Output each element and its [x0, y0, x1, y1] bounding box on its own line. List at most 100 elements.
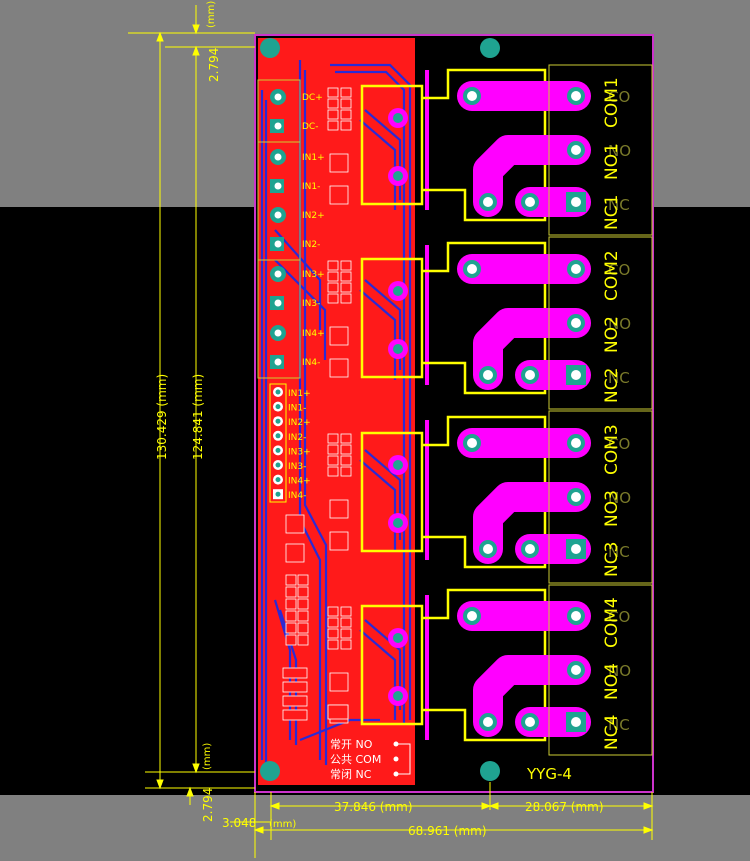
pad-drill: [571, 318, 581, 328]
pad-drill: [275, 462, 281, 468]
terminal-label: IN3+: [302, 270, 325, 280]
com-label: COM3: [602, 424, 622, 475]
smd-part: [297, 574, 309, 586]
smd-part: [340, 433, 352, 444]
no-pad: [473, 308, 591, 390]
pad-drill: [393, 633, 403, 643]
pad-drill: [571, 91, 581, 101]
terminal-label: IN3-: [302, 299, 320, 309]
mounting-hole-tl: [260, 38, 280, 58]
terminal-label: DC+: [302, 93, 323, 103]
smd-part: [285, 634, 297, 646]
smd-part: [297, 586, 309, 598]
smd-part: [327, 639, 339, 650]
com-label: COM2: [602, 250, 622, 301]
pad-drill: [571, 197, 581, 207]
legend-entry: 常闭 NC: [330, 768, 372, 781]
smd-part: [340, 271, 352, 282]
smd-part: [297, 598, 309, 610]
header-label: IN4+: [288, 477, 311, 487]
pad-drill: [274, 240, 282, 248]
pad-drill: [275, 447, 281, 453]
smd-part: [340, 617, 352, 628]
legend-entry: 常开 NO: [330, 738, 373, 751]
board-name: YYG-4: [526, 765, 572, 783]
pad-drill: [483, 370, 493, 380]
contact-legend: 常开 NO 公共 COM 常闭 NC: [330, 738, 411, 781]
smd-part: [340, 455, 352, 466]
smd-part: [297, 610, 309, 622]
dim-left-section: 37.846 (mm): [334, 800, 413, 814]
mounting-hole-tr: [480, 38, 500, 58]
pad-drill: [393, 171, 403, 181]
pad-drill: [571, 492, 581, 502]
smd-part: [327, 433, 339, 444]
pad-drill: [275, 477, 281, 483]
smd-part: [340, 444, 352, 455]
smd-part: [327, 260, 339, 271]
relay-coil-outline: [360, 431, 424, 553]
terminal-label: IN1-: [302, 182, 320, 192]
smd-part: [329, 499, 349, 519]
pad-drill: [525, 544, 535, 554]
smd-part: [340, 606, 352, 617]
legend-dot: [393, 771, 399, 777]
no-label: NO2: [602, 316, 622, 353]
dim-total-width: 68.961 (mm): [408, 824, 487, 838]
pad-drill: [483, 544, 493, 554]
pad-drill: [483, 717, 493, 727]
input-header: IN1+IN1-IN2+IN2-IN3+IN3-IN4+IN4-: [269, 383, 311, 503]
legend-bracket: [398, 743, 411, 775]
header-label: IN4-: [288, 491, 306, 501]
dim-total-height: 130.429 (mm): [155, 374, 169, 460]
terminal-label: IN1+: [302, 153, 325, 163]
pad-drill: [275, 433, 281, 439]
ghost-terminal-label: NO: [608, 662, 631, 680]
smd-part: [340, 639, 352, 650]
dim-top-edge: 2.794: [207, 48, 221, 82]
smd-part: [340, 260, 352, 271]
legend-dot: [393, 756, 399, 762]
relay-1: [360, 68, 591, 222]
smd-components: [282, 87, 352, 724]
smd-part: [285, 598, 297, 610]
smd-part: [285, 574, 297, 586]
smd-part: [327, 109, 339, 120]
smd-part: [285, 543, 305, 563]
no-label: NO1: [602, 143, 622, 180]
nc-label: NC2: [602, 368, 622, 403]
smd-part: [297, 634, 309, 646]
pad-drill: [274, 329, 282, 337]
pad-drill: [571, 145, 581, 155]
pad-drill: [274, 122, 282, 130]
pad-drill: [274, 211, 282, 219]
smd-part: [327, 293, 339, 304]
nc-label: NC3: [602, 542, 622, 577]
smd-part: [340, 120, 352, 131]
ghost-terminal-label: NC: [608, 716, 630, 734]
no-label: NO3: [602, 490, 622, 527]
header-label: IN2-: [288, 433, 306, 443]
relay-2: [360, 241, 591, 395]
smd-part: [340, 282, 352, 293]
relay-coil-outline: [360, 257, 424, 379]
smd-part: [329, 153, 349, 173]
dim-left-offset-unit: (mm): [269, 819, 296, 830]
dim-bottom-edge: 2.794: [201, 788, 215, 822]
smd-part: [329, 358, 349, 378]
smd-part: [327, 87, 339, 98]
smd-part: [327, 704, 349, 720]
legend-entry: 公共 COM: [330, 753, 381, 766]
smd-part: [327, 606, 339, 617]
pad-drill: [571, 544, 581, 554]
smd-part: [327, 271, 339, 282]
no-pad: [473, 482, 591, 564]
dim-left-offset: 3.048: [222, 816, 256, 830]
ghost-terminal-label: NO: [608, 142, 631, 160]
pad-drill: [525, 197, 535, 207]
smd-part: [327, 617, 339, 628]
terminal-label: IN4-: [302, 358, 320, 368]
relay-4: [360, 588, 591, 742]
pad-drill: [467, 91, 477, 101]
